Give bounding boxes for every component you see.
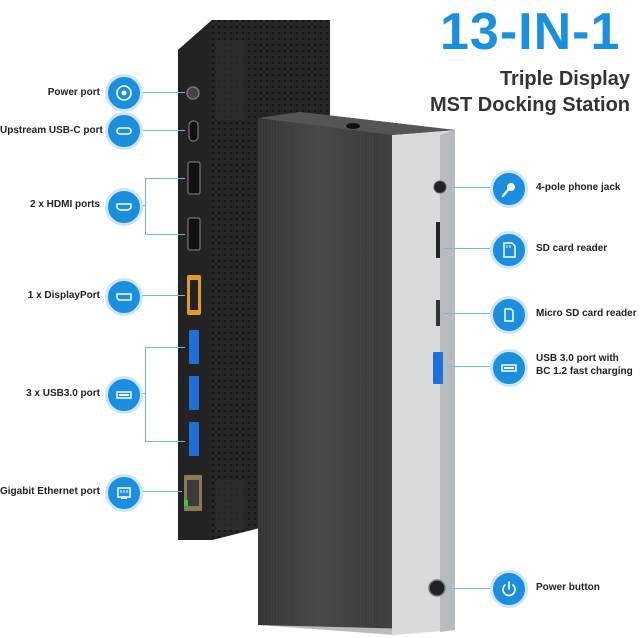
label-usb-c-port: Upstream USB-C port	[0, 125, 103, 136]
label-ethernet-port: Gigabit Ethernet port	[0, 486, 100, 497]
micro-sd-icon	[490, 296, 528, 334]
power-port-icon	[105, 74, 143, 112]
power-button	[428, 579, 446, 597]
usb-a-port-2	[189, 376, 199, 410]
ethernet-icon	[105, 474, 143, 512]
micro-sd-slot	[436, 300, 440, 326]
power-button-icon	[490, 570, 528, 608]
label-displayport: 1 x DisplayPort	[27, 290, 100, 301]
label-micro-sd-reader: Micro SD card reader	[536, 308, 637, 319]
phone-jack	[433, 180, 447, 194]
label-sd-card-reader: SD card reader	[536, 243, 608, 254]
usb-c-icon	[105, 112, 143, 150]
displayport-icon	[105, 278, 143, 316]
label-usb-fast-charge-line1: USB 3.0 port with	[536, 353, 619, 364]
usb-a-icon	[490, 349, 528, 387]
microphone-icon	[490, 170, 528, 208]
usb-a-port-1	[189, 330, 199, 364]
label-phone-jack: 4-pole phone jack	[536, 182, 621, 193]
sd-card-icon	[490, 231, 528, 269]
subtitle-line1: Triple Display	[499, 68, 630, 90]
label-usb-fast-charge-line2: BC 1.2 fast charging	[536, 366, 633, 377]
hdmi-icon	[105, 188, 143, 226]
label-power-button: Power button	[536, 582, 600, 593]
product-title: 13-IN-1	[440, 3, 621, 61]
label-usb3-ports: 3 x USB3.0 port	[26, 388, 100, 399]
hdmi-port-1	[187, 161, 201, 195]
usb-c-port	[188, 120, 199, 142]
label-power-port: Power port	[47, 87, 100, 98]
front-usb-a-port	[433, 352, 443, 384]
hdmi-port-2	[187, 217, 201, 251]
label-hdmi-ports: 2 x HDMI ports	[29, 199, 100, 210]
usb-a-icon	[105, 376, 143, 414]
power-port	[186, 86, 200, 100]
sd-card-slot	[436, 222, 440, 258]
usb-a-port-3	[189, 422, 199, 456]
subtitle-line2: MST Docking Station	[430, 94, 630, 116]
